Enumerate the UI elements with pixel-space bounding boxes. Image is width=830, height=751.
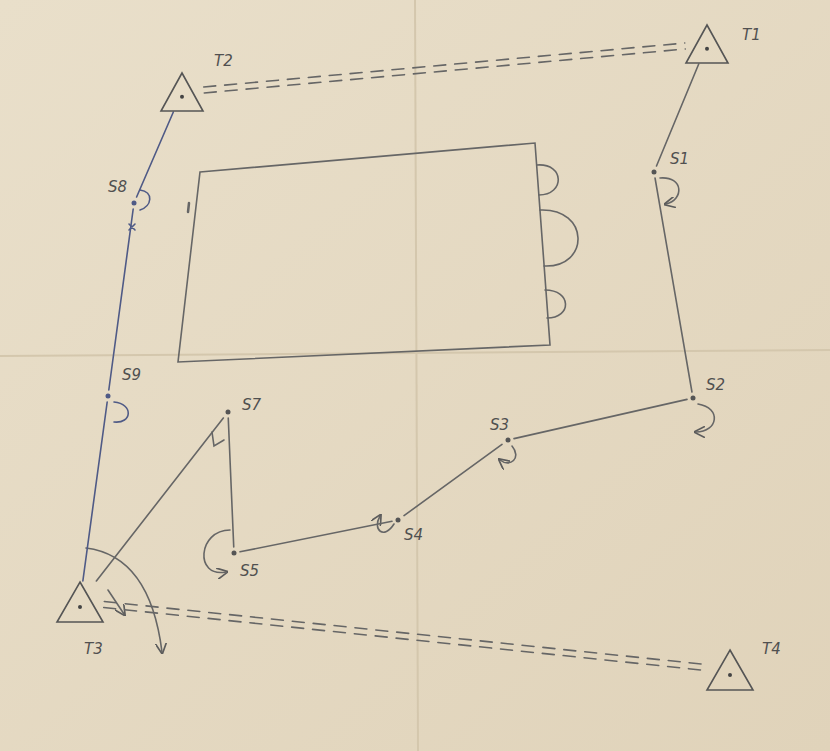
point-dot <box>222 406 234 418</box>
traverse-line <box>96 418 223 581</box>
traverse-line <box>137 112 174 197</box>
traverse-line <box>109 209 133 390</box>
paper-fold <box>415 0 418 751</box>
point-label: T3 <box>84 640 103 658</box>
point-label: S8 <box>108 178 127 196</box>
turn-hook <box>204 530 230 573</box>
turn-hook <box>696 404 714 432</box>
building-bump <box>545 290 566 318</box>
survey-point: S2 <box>687 392 699 404</box>
station-triangle: T3 <box>56 581 104 623</box>
sight-line <box>104 602 707 671</box>
turn-mark <box>212 432 224 446</box>
triangle-outline <box>56 581 104 623</box>
building-bump <box>540 210 578 266</box>
survey-point: S9 <box>102 390 114 402</box>
station-triangle: T1 <box>685 24 729 64</box>
survey-point: S3 <box>502 434 514 446</box>
survey-point: S1 <box>648 166 660 178</box>
point-dot <box>102 390 114 402</box>
traverse-line <box>228 418 233 547</box>
triangle-outline <box>685 24 729 64</box>
point-dot <box>228 547 240 559</box>
triangle-outline <box>706 649 754 691</box>
point-label: S9 <box>122 366 141 384</box>
survey-point: S5 <box>228 547 240 559</box>
point-label: S4 <box>404 526 423 544</box>
station-triangle: T2 <box>160 72 204 112</box>
turn-hook <box>660 178 679 204</box>
survey-point: S8 <box>128 197 140 209</box>
traverse-line <box>514 399 687 438</box>
point-label: T2 <box>214 52 233 70</box>
sight-line <box>204 43 686 93</box>
point-dot <box>648 166 660 178</box>
triangle-outline <box>160 72 204 112</box>
point-label: S1 <box>670 150 689 168</box>
point-label: T1 <box>742 26 761 44</box>
traverse-line <box>655 178 692 392</box>
turn-hook <box>114 402 128 422</box>
point-label: T4 <box>762 640 781 658</box>
survey-point: S7 <box>222 406 234 418</box>
traverse-line <box>83 402 107 581</box>
point-dot <box>502 434 514 446</box>
point-dot <box>128 197 140 209</box>
traverse-line <box>240 521 392 552</box>
point-dot <box>392 514 404 526</box>
point-label: S2 <box>706 376 725 394</box>
turn-arc <box>86 548 162 652</box>
turn-hook <box>140 190 150 210</box>
point-dot <box>687 392 699 404</box>
survey-point: S4 <box>392 514 404 526</box>
building-outline <box>178 143 550 362</box>
building-bump <box>537 165 558 195</box>
point-label: S3 <box>490 416 509 434</box>
point-label: S5 <box>240 562 259 580</box>
station-triangle: T4 <box>706 649 754 691</box>
pencil-mark <box>188 203 189 212</box>
turn-hook <box>500 446 516 463</box>
traverse-line <box>404 444 502 515</box>
point-label: S7 <box>242 396 261 414</box>
